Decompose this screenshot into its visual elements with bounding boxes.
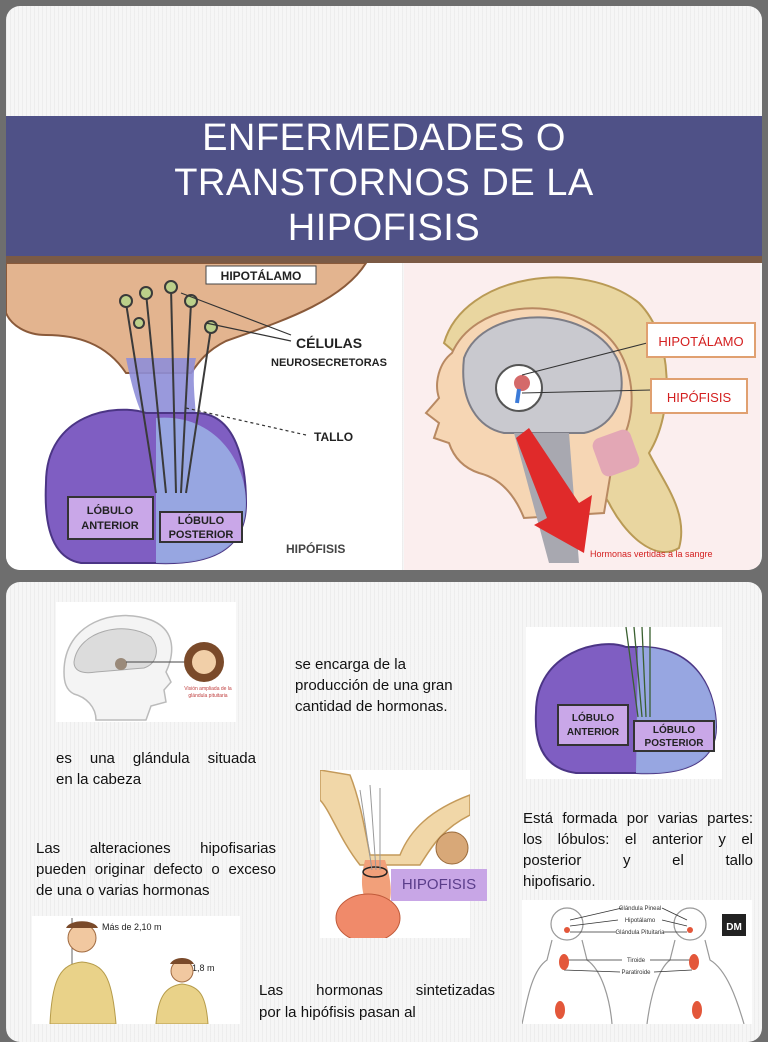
text-glandula-line-2: en la cabeza bbox=[56, 771, 142, 788]
text-formada-line-4: hipofisario. bbox=[523, 873, 596, 890]
text-sintetizadas-line-1: Las hormonas sintetizadas bbox=[259, 982, 495, 999]
pituitary-diagram: HIPOTÁLAMO CÉLULAS NEUROSECRETORAS TALLO… bbox=[6, 263, 402, 570]
glands-diagram: Glándula Pineal Hipotálamo Glándula Pitu… bbox=[522, 900, 752, 1024]
text-produccion-line-1: se encarga de la bbox=[295, 656, 406, 673]
text-alteraciones-line-2: pueden originar defecto o exceso bbox=[36, 861, 276, 878]
text-produccion-line-2: producción de una gran bbox=[295, 677, 453, 694]
text-formada: Está formada por varias partes: los lóbu… bbox=[523, 808, 753, 892]
caption-hormonas: Hormonas vertidas a la sangre bbox=[590, 549, 713, 559]
head-caption-2: glándula pituitaria bbox=[188, 693, 227, 699]
text-produccion: se encarga de la producción de una gran … bbox=[295, 654, 495, 717]
text-glandula-line-1: es una glándula situada bbox=[56, 750, 256, 767]
text-formada-line-3: y el posterior y el tallo bbox=[523, 831, 753, 869]
label-hipotalamo: HIPOTÁLAMO bbox=[221, 268, 302, 283]
gland-pituitaria: Glándula Pituitaria bbox=[615, 930, 665, 936]
lobulo-posterior-2: POSTERIOR bbox=[645, 738, 705, 749]
lobulos-diagram: LÓBULO ANTERIOR LÓBULO POSTERIOR bbox=[526, 627, 722, 779]
lobulo-anterior-1: LÓBULO bbox=[572, 711, 614, 724]
stalk-diagram bbox=[320, 770, 470, 938]
text-alteraciones-line-3: de una o varias hormonas bbox=[36, 882, 210, 899]
label-neurosecretoras: NEUROSECRETORAS bbox=[271, 357, 387, 369]
title-line-3: HIPOFISIS bbox=[287, 207, 481, 249]
label-lobulo-posterior-1: LÓBULO bbox=[178, 514, 225, 527]
label-lobulo-posterior-2: POSTERIOR bbox=[169, 529, 234, 541]
label-lobulo-anterior-2: ANTERIOR bbox=[81, 520, 139, 532]
title-band: ENFERMEDADES O TRANSTORNOS DE LA HIPOFIS… bbox=[6, 116, 762, 263]
text-alteraciones-line-1: Las alteraciones hipofisarias bbox=[36, 840, 276, 857]
head-caption-1: Visión ampliada de la bbox=[184, 686, 232, 692]
title-line-1: ENFERMEDADES O bbox=[202, 117, 566, 159]
gland-pineal: Glándula Pineal bbox=[619, 906, 661, 912]
label-celulas: CÉLULAS bbox=[296, 335, 362, 351]
height-comparison: Más de 2,10 m 1,8 m bbox=[32, 916, 240, 1024]
head-cross-section: Visión ampliada de la glándula pituitari… bbox=[56, 602, 236, 722]
text-sintetizadas: Las hormonas sintetizadas por la hipófis… bbox=[259, 980, 495, 1024]
text-formada-line-1: Está formada por varias bbox=[523, 810, 698, 827]
height-normal-label: 1,8 m bbox=[192, 963, 215, 973]
gland-hipotalamo: Hipotálamo bbox=[625, 918, 656, 924]
gland-paratiroide: Paratiroide bbox=[621, 970, 651, 976]
text-glandula-cabeza: es una glándula situada en la cabeza bbox=[56, 748, 256, 790]
label-hipofisis-head: HIPÓFISIS bbox=[667, 390, 732, 405]
hipofisis-tag: HIPOFISIS bbox=[391, 869, 487, 901]
label-lobulo-anterior-1: LÓBULO bbox=[87, 504, 134, 517]
gland-tiroide: Tiroide bbox=[627, 958, 646, 964]
title-line-2: TRANSTORNOS DE LA bbox=[174, 162, 594, 204]
publisher-logo: DM bbox=[726, 922, 742, 933]
height-tall-label: Más de 2,10 m bbox=[102, 922, 162, 932]
slide-1: ENFERMEDADES O TRANSTORNOS DE LA HIPOFIS… bbox=[6, 6, 762, 570]
text-produccion-line-3: cantidad de hormonas. bbox=[295, 698, 448, 715]
text-formada-line-2: partes: los lóbulos: el anterior bbox=[523, 810, 753, 848]
head-diagram: HIPOTÁLAMO HIPÓFISIS Hormonas vertidas a… bbox=[404, 263, 760, 570]
text-sintetizadas-line-2: por la hipófisis pasan al bbox=[259, 1004, 416, 1021]
label-hipotalamo-head: HIPOTÁLAMO bbox=[658, 334, 743, 349]
slide-2: Visión ampliada de la glándula pituitari… bbox=[6, 582, 762, 1042]
lobulo-anterior-2: ANTERIOR bbox=[567, 727, 620, 738]
lobulo-posterior-1: LÓBULO bbox=[653, 723, 695, 736]
text-alteraciones: Las alteraciones hipofisarias pueden ori… bbox=[36, 838, 276, 901]
label-hipofisis: HIPÓFISIS bbox=[286, 541, 345, 556]
label-tallo: TALLO bbox=[314, 430, 353, 444]
